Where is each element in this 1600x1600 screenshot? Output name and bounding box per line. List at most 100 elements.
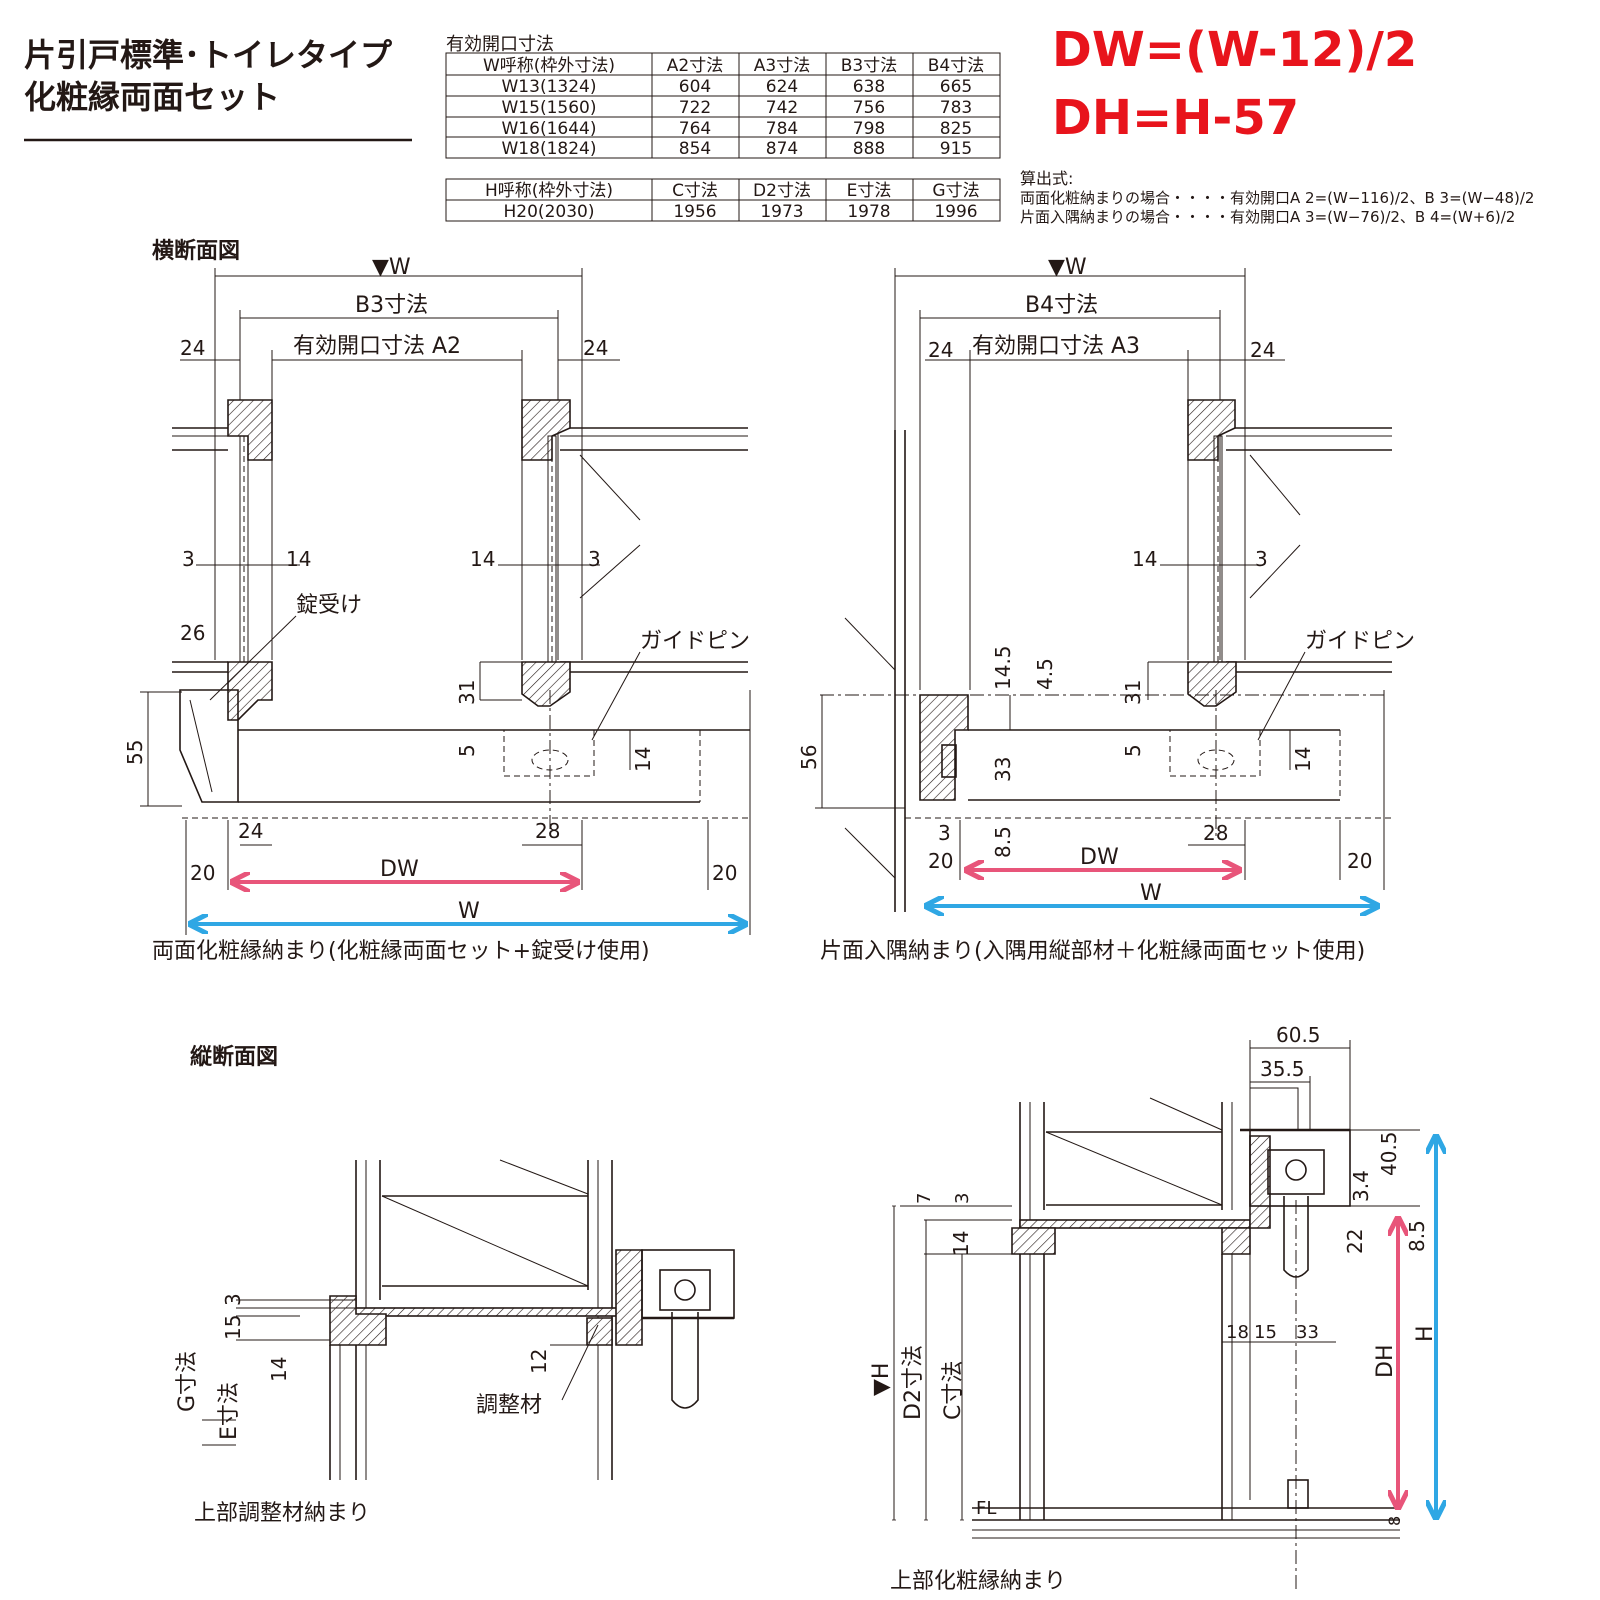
h-table-header: G寸法 — [932, 181, 979, 201]
table-cell: 764 — [679, 119, 711, 139]
dim-28: 28 — [535, 819, 560, 843]
table-cell: 638 — [853, 77, 885, 97]
dim-14: 14 — [267, 1357, 291, 1382]
table-cell: 888 — [853, 139, 885, 159]
caption-left-h: 両面化粧縁納まり(化粧縁両面セット+錠受け使用) — [152, 939, 650, 964]
dim-8: 8 — [1385, 1516, 1404, 1526]
table-cell: 1973 — [760, 202, 803, 222]
dim-33: 33 — [991, 757, 1015, 782]
calc-title: 算出式: — [1020, 169, 1073, 188]
dim-55: 55 — [123, 740, 147, 765]
table-cell: 825 — [940, 119, 972, 139]
dim-31: 31 — [455, 680, 479, 705]
dim-3: 3 — [588, 547, 601, 571]
table-row: H20(2030) 1956 1973 1978 1996 — [504, 202, 978, 222]
w-table-header: A3寸法 — [754, 56, 810, 76]
dim-b3: B3寸法 — [355, 293, 428, 318]
dim-h-left: ▼H — [869, 1363, 894, 1396]
section-h-right: ▼W B4寸法 有効開口寸法 A3 24 24 — [797, 255, 1415, 964]
dim-15: 15 — [1254, 1322, 1277, 1343]
dim-20: 20 — [712, 861, 737, 885]
dim-14: 14 — [949, 1231, 973, 1256]
dim-20: 20 — [190, 861, 215, 885]
w-table-caption: 有効開口寸法 — [446, 34, 554, 55]
h-table-header: C寸法 — [672, 181, 718, 201]
dim-c: C寸法 — [941, 1361, 966, 1420]
calc-line1: 両面化粧納まりの場合・・・・有効開口A 2=(W−116)/2、B 3=(W−4… — [1020, 189, 1534, 207]
dim-4-5: 4.5 — [1033, 658, 1057, 690]
w-table-header: W呼称(枠外寸法) — [483, 56, 615, 76]
dim-24: 24 — [928, 338, 953, 362]
dim-3-4: 3.4 — [1349, 1170, 1373, 1202]
table-cell: 784 — [766, 119, 798, 139]
caption-right-v: 上部化粧縁納まり — [890, 1569, 1066, 1594]
formula-dh: DH=H-57 — [1052, 90, 1299, 146]
dim-w-bottom: W — [458, 899, 480, 924]
dim-w-top: ▼W — [372, 255, 411, 280]
dim-28: 28 — [1203, 821, 1228, 845]
table-cell: 915 — [940, 139, 972, 159]
dim-56: 56 — [797, 745, 821, 770]
formula-dw: DW=(W-12)/2 — [1052, 22, 1417, 78]
dim-a2: 有効開口寸法 A2 — [293, 334, 461, 359]
dim-22: 22 — [1343, 1229, 1367, 1254]
table-cell: 783 — [940, 98, 972, 118]
table-cell: 742 — [766, 98, 798, 118]
table-cell: 624 — [766, 77, 798, 97]
table-cell: 665 — [940, 77, 972, 97]
table-cell: 756 — [853, 98, 885, 118]
table-cell: 1996 — [934, 202, 977, 222]
label-fl: FL — [976, 1498, 996, 1519]
caption-left-v: 上部調整材納まり — [194, 1501, 370, 1526]
h-dimension-table: H呼称(枠外寸法) C寸法 D2寸法 E寸法 G寸法 H20(2030) 195… — [445, 178, 1001, 222]
label-guide-pin: ガイドピン — [640, 629, 750, 654]
calc-line2: 片面入隅納まりの場合・・・・有効開口A 3=(W−76)/2、B 4=(W+6)… — [1020, 208, 1515, 226]
w-table-header: B3寸法 — [841, 56, 897, 76]
dim-w-bottom: W — [1140, 881, 1162, 906]
table-row: W18(1824) 854 874 888 915 — [502, 139, 973, 159]
dim-31: 31 — [1121, 680, 1145, 705]
dim-14-5: 14.5 — [991, 645, 1015, 690]
dim-14: 14 — [631, 747, 655, 772]
title-line1: 片引戸標準･トイレタイプ — [24, 36, 393, 74]
dim-dw: DW — [1080, 845, 1119, 870]
dim-40-5: 40.5 — [1377, 1131, 1401, 1176]
dim-24: 24 — [583, 336, 608, 360]
table-cell: 1956 — [673, 202, 716, 222]
section-v-right: 60.5 35.5 40.5 3.4 22 8.5 7 3 14 ▼H D2寸法… — [869, 1023, 1438, 1594]
dim-5: 5 — [1121, 744, 1145, 757]
dim-12: 12 — [527, 1349, 551, 1374]
h-table-header: H呼称(枠外寸法) — [485, 181, 613, 201]
table-row: W16(1644) 764 784 798 825 — [502, 119, 973, 139]
section-h-left: ▼W B3寸法 有効開口寸法 A2 24 24 — [123, 255, 751, 964]
dim-3: 3 — [221, 1293, 245, 1306]
caption-right-h: 片面入隅納まり(入隅用縦部材＋化粧縁両面セット使用) — [820, 939, 1365, 964]
dim-e: E寸法 — [217, 1382, 242, 1440]
dim-3: 3 — [1255, 547, 1268, 571]
h-table-header: E寸法 — [847, 181, 892, 201]
label-guide-pin: ガイドピン — [1305, 629, 1415, 654]
w-dimension-table: 有効開口寸法 W呼称(枠外寸法) A2寸法 A3寸法 B3寸法 B4寸法 W13… — [445, 34, 1001, 159]
table-row: W13(1324) 604 624 638 665 — [502, 77, 973, 97]
dim-18: 18 — [1226, 1322, 1249, 1343]
section-v-left: 3 15 14 12 調整材 G寸法 E寸法 上部調整材納まり — [175, 1159, 735, 1526]
dim-g: G寸法 — [175, 1351, 200, 1412]
table-row: W15(1560) 722 742 756 783 — [502, 98, 973, 118]
dim-b4: B4寸法 — [1025, 293, 1098, 318]
dim-24: 24 — [180, 336, 205, 360]
dim-24: 24 — [1250, 338, 1275, 362]
label-adjuster: 調整材 — [476, 1393, 542, 1418]
table-cell: 604 — [679, 77, 711, 97]
dim-20: 20 — [928, 849, 953, 873]
dim-5: 5 — [455, 744, 479, 757]
dim-14: 14 — [1132, 547, 1157, 571]
dim-60-5: 60.5 — [1276, 1023, 1321, 1047]
title-block: 片引戸標準･トイレタイプ 化粧縁両面セット — [24, 36, 412, 142]
table-cell: W18(1824) — [502, 139, 597, 159]
dim-15: 15 — [221, 1315, 245, 1340]
dim-14: 14 — [1291, 747, 1315, 772]
dim-24: 24 — [238, 819, 263, 843]
section-h-title: 横断面図 — [152, 238, 240, 264]
table-cell: 854 — [679, 139, 711, 159]
w-table-header: B4寸法 — [928, 56, 984, 76]
